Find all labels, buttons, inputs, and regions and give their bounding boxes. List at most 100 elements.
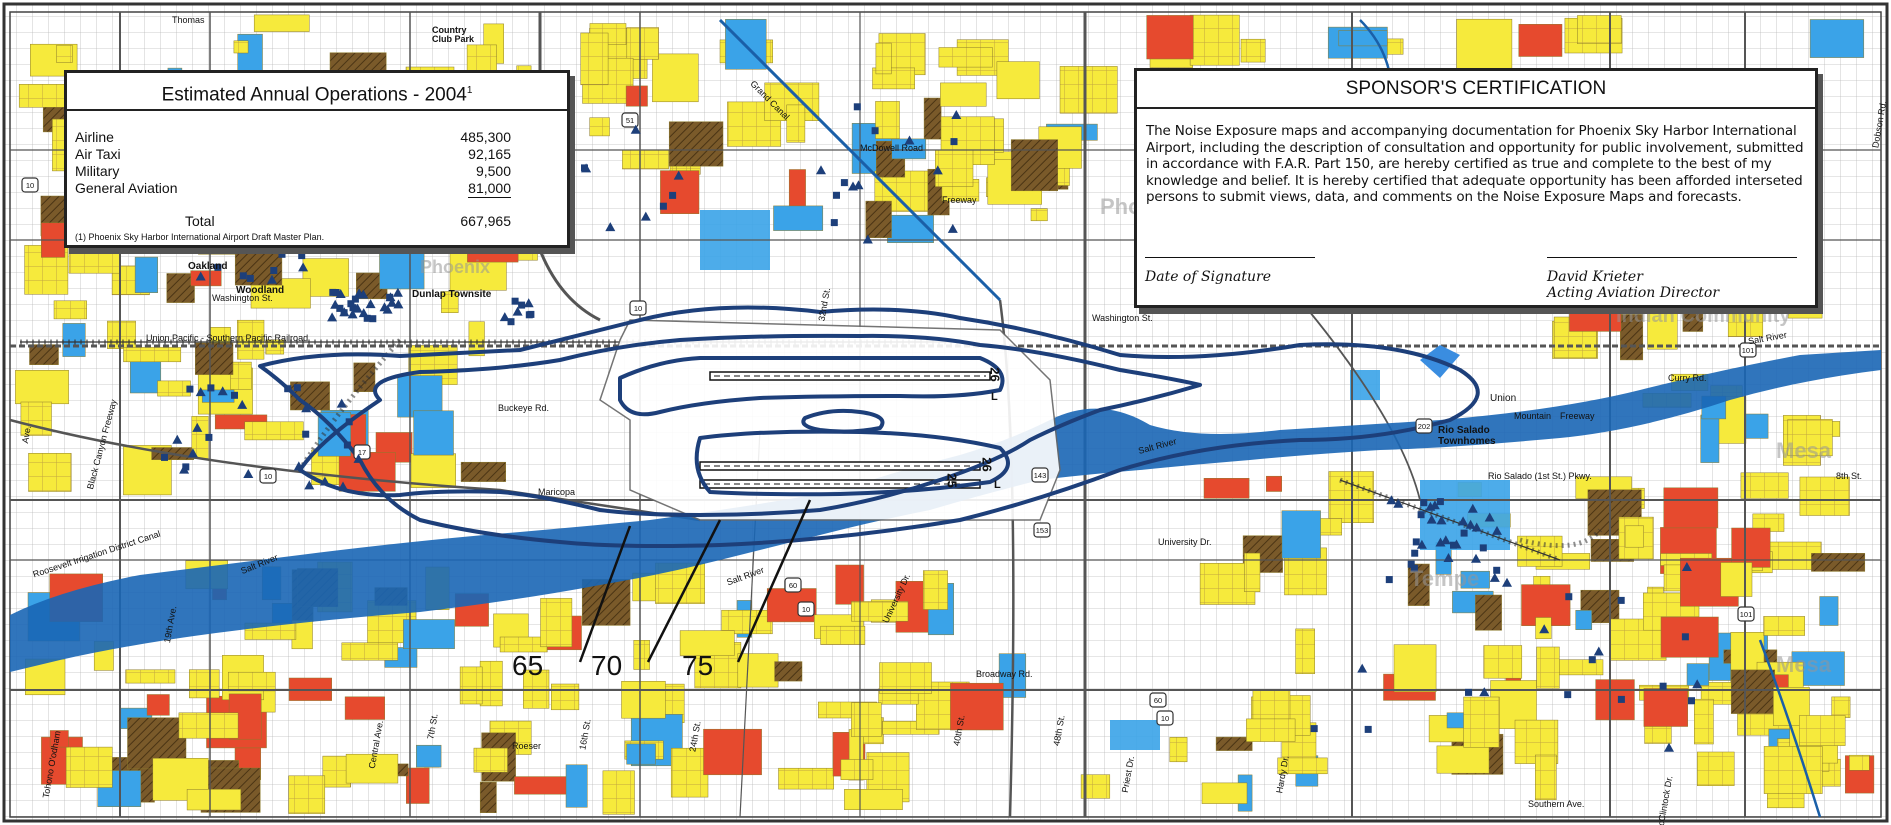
svg-text:10: 10 bbox=[1161, 714, 1169, 723]
land-use-parcel bbox=[253, 14, 310, 32]
land-use-parcel bbox=[622, 149, 669, 170]
land-use-parcel bbox=[851, 702, 882, 737]
school-marker-icon bbox=[1681, 633, 1689, 641]
land-use-parcel bbox=[844, 789, 903, 810]
contour-65 bbox=[258, 305, 1480, 548]
street-curry: Curry Rd. bbox=[1668, 373, 1707, 383]
annual-operations-footnote-mark: 1 bbox=[466, 85, 473, 96]
street-washington-e: Washington St. bbox=[1092, 313, 1153, 323]
triangle-marker-icon bbox=[347, 309, 358, 319]
triangle-marker-icon bbox=[392, 287, 403, 297]
runway-number-26b: 26 bbox=[979, 457, 995, 472]
school-marker-icon bbox=[511, 297, 519, 305]
land-use-parcel bbox=[341, 642, 399, 661]
sponsor-certification-panel: SPONSOR'S CERTIFICATION The Noise Exposu… bbox=[1134, 68, 1818, 308]
land-use-parcel bbox=[786, 104, 806, 143]
land-use-parcel bbox=[1799, 715, 1846, 746]
triangle-marker-icon bbox=[1492, 525, 1502, 535]
school-marker-icon bbox=[950, 138, 958, 146]
highway-shield: 17 bbox=[353, 444, 371, 460]
triangle-marker-icon bbox=[187, 448, 198, 458]
land-use-parcel bbox=[397, 375, 443, 418]
land-use-parcel bbox=[1215, 736, 1253, 751]
annual-operations-title: Estimated Annual Operations - 20041 bbox=[67, 73, 567, 111]
land-use-parcel bbox=[1720, 562, 1753, 597]
runway-suffix-l2: L bbox=[994, 479, 1001, 491]
operations-row-label: Airline bbox=[75, 129, 114, 145]
svg-text:10: 10 bbox=[634, 304, 642, 313]
land-use-parcel bbox=[1246, 718, 1296, 742]
land-use-parcel bbox=[1620, 314, 1644, 361]
triangle-marker-icon bbox=[243, 469, 254, 478]
land-use-parcel bbox=[840, 759, 874, 780]
land-use-parcel bbox=[1252, 690, 1291, 722]
land-use-parcel bbox=[1338, 30, 1388, 47]
city-label-tempe: Tempe bbox=[1410, 566, 1480, 591]
certification-body: The Noise Exposure maps and accompanying… bbox=[1146, 123, 1804, 206]
canal-se bbox=[1758, 639, 1822, 818]
land-use-parcel bbox=[1407, 563, 1430, 606]
land-use-parcel bbox=[125, 669, 176, 684]
land-use-parcel bbox=[721, 609, 773, 635]
triangle-marker-icon bbox=[1416, 539, 1427, 549]
school-marker-icon bbox=[1420, 499, 1428, 507]
land-use-parcel bbox=[1536, 646, 1560, 689]
school-marker-icon bbox=[1407, 560, 1415, 568]
land-use-parcel bbox=[835, 564, 864, 605]
street-broadway: Broadway Rd. bbox=[976, 669, 1033, 679]
contour-75-inner bbox=[801, 408, 885, 434]
land-use-parcel bbox=[580, 32, 609, 86]
svg-text:101: 101 bbox=[1742, 346, 1755, 355]
triangle-marker-icon bbox=[365, 299, 376, 309]
triangle-marker-icon bbox=[1458, 516, 1469, 526]
triangle-marker-icon bbox=[673, 170, 684, 180]
place-label-rio-salado: Rio Salado Townhomes bbox=[1438, 425, 1496, 447]
school-marker-icon bbox=[231, 391, 238, 399]
triangle-marker-icon bbox=[1436, 515, 1447, 525]
land-use-parcel bbox=[345, 753, 399, 784]
land-use-parcel bbox=[1517, 535, 1563, 567]
school-marker-icon bbox=[1450, 541, 1457, 549]
operations-row-air-taxi: Air Taxi 92,165 bbox=[75, 146, 511, 163]
operations-row-military: Military 9,500 bbox=[75, 163, 511, 180]
triangle-marker-icon bbox=[327, 312, 338, 322]
triangle-marker-icon bbox=[1479, 687, 1490, 697]
land-use-parcel bbox=[460, 461, 506, 482]
school-marker-icon bbox=[386, 293, 394, 301]
land-use-parcel bbox=[201, 389, 235, 403]
operations-total-row: Total 667,965 bbox=[75, 213, 511, 230]
land-use-parcel bbox=[1730, 669, 1775, 714]
school-marker-icon bbox=[293, 384, 301, 392]
school-marker-icon bbox=[214, 263, 222, 271]
operations-row-label: Military bbox=[75, 163, 120, 179]
land-use-parcel bbox=[1295, 628, 1315, 674]
operations-row-value: 92,165 bbox=[468, 146, 511, 162]
street-mcdowell: McDowell Road bbox=[860, 143, 924, 153]
triangle-marker-icon bbox=[319, 476, 330, 486]
operations-row-label: General Aviation bbox=[75, 180, 178, 196]
land-use-parcel bbox=[1849, 754, 1870, 771]
land-use-parcel bbox=[353, 362, 376, 392]
triangle-marker-icon bbox=[630, 124, 641, 134]
land-use-parcel bbox=[1660, 616, 1719, 658]
land-use-parcel bbox=[123, 347, 182, 363]
land-use-parcel bbox=[1787, 419, 1833, 457]
street-washington-w: Washington St. bbox=[212, 293, 273, 303]
operations-row-general-aviation: General Aviation 81,000 bbox=[75, 180, 511, 198]
land-use-parcel bbox=[228, 671, 276, 692]
land-use-parcel bbox=[1799, 476, 1850, 516]
school-marker-icon bbox=[1310, 725, 1318, 733]
operations-row-value: 485,300 bbox=[460, 129, 511, 145]
land-use-parcel bbox=[190, 270, 222, 287]
street-southern: Southern Ave. bbox=[1528, 799, 1585, 809]
school-marker-icon bbox=[1659, 682, 1667, 690]
street-university-e: University Dr. bbox=[1158, 537, 1212, 547]
triangle-marker-icon bbox=[386, 297, 397, 307]
land-use-parcel bbox=[1700, 414, 1720, 463]
triangle-marker-icon bbox=[354, 288, 365, 298]
land-use-parcel bbox=[875, 101, 900, 139]
land-use-parcel bbox=[996, 61, 1040, 100]
school-marker-icon bbox=[1412, 538, 1420, 546]
triangle-marker-icon bbox=[1426, 514, 1437, 524]
